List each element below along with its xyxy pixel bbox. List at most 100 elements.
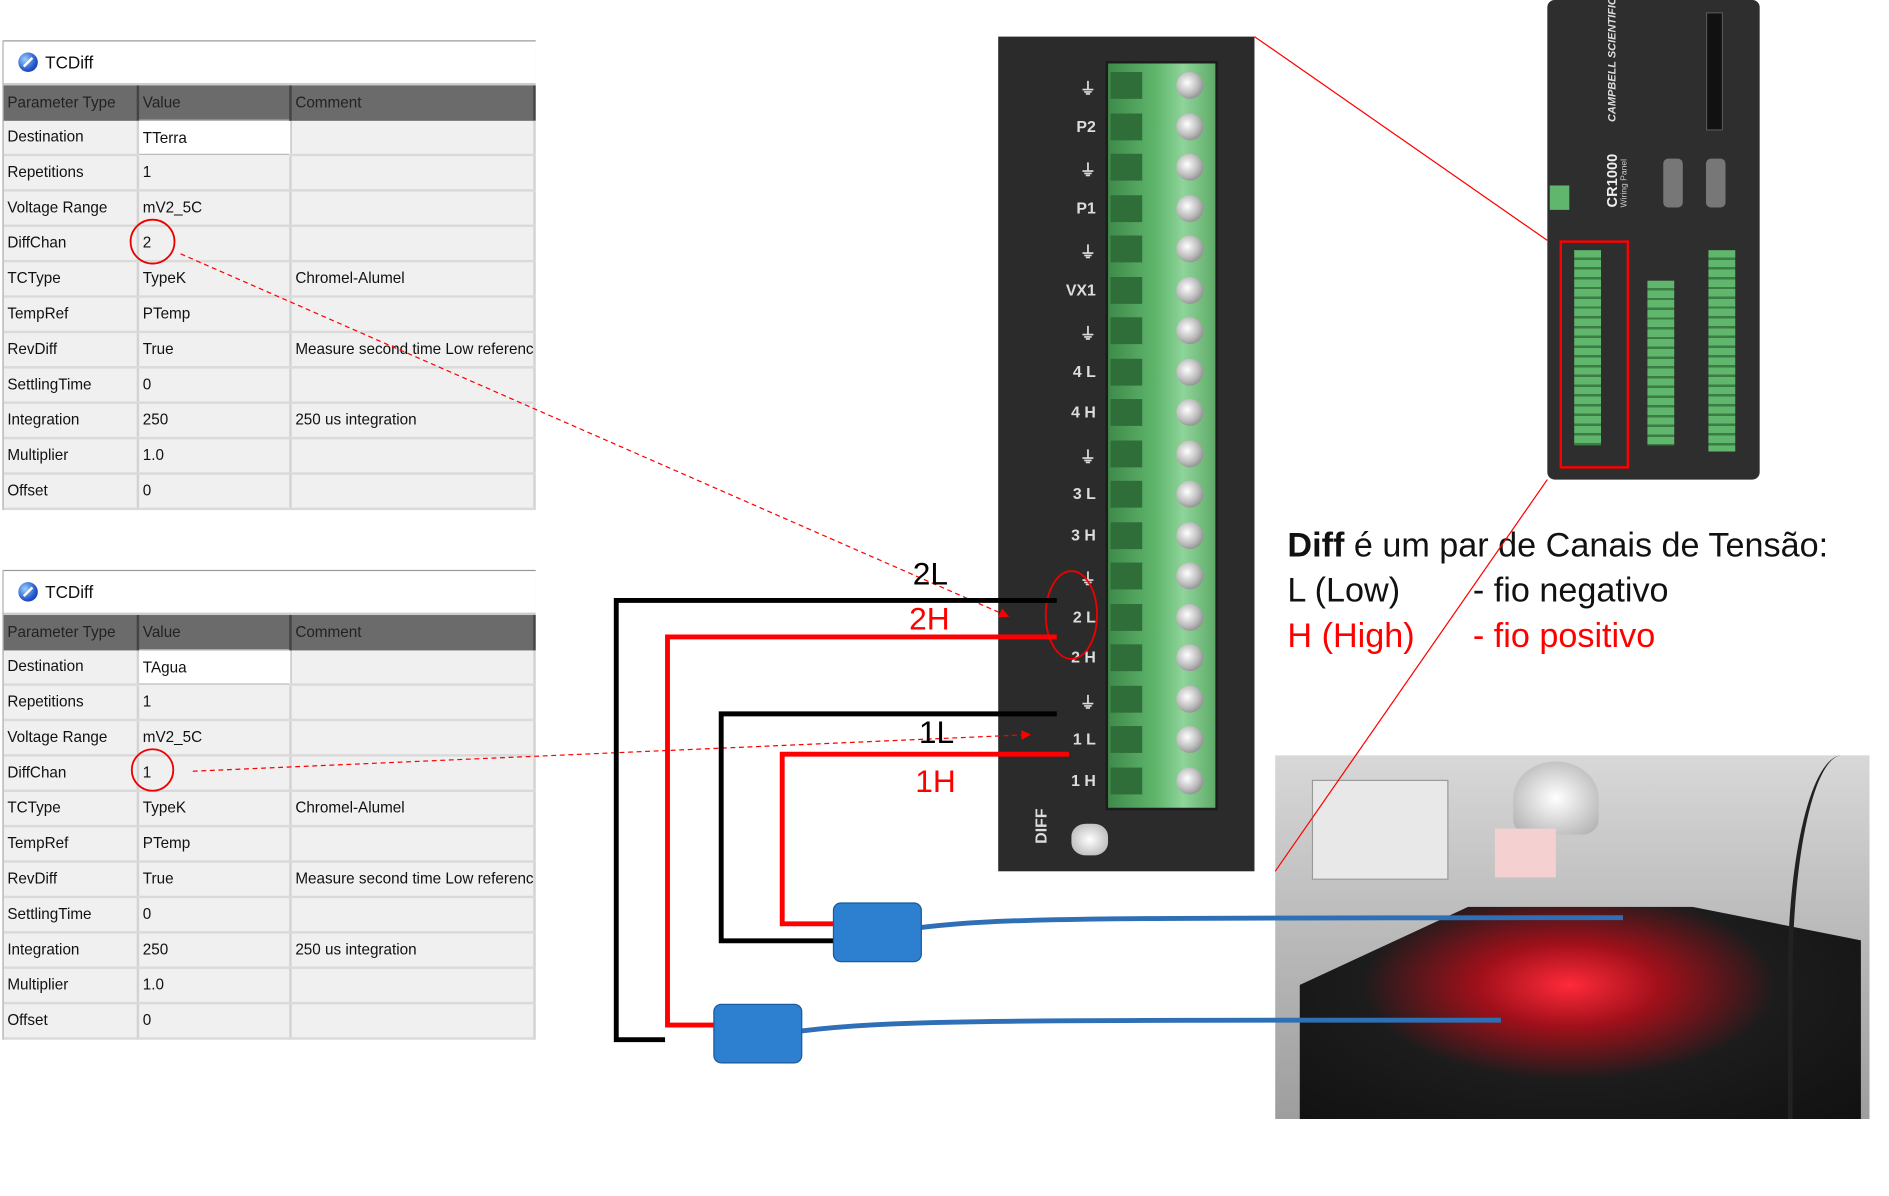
parameter-table: Parameter Type Value Comment Destination… [3, 615, 536, 1040]
terminal-screw [1176, 726, 1204, 753]
param-value[interactable]: 0 [137, 472, 292, 510]
param-name: Integration [3, 931, 140, 969]
zoom-line-top [1254, 36, 1548, 241]
terminal-label: ⏚ [1079, 324, 1096, 343]
thermocouple-cable-1 [921, 915, 1623, 930]
terminal-label: P1 [1076, 198, 1096, 217]
param-value[interactable]: 1.0 [137, 437, 292, 475]
param-value[interactable]: 0 [137, 896, 292, 933]
terminal-screw [1176, 480, 1204, 508]
experiment-photo [1275, 755, 1870, 1120]
label-1h: 1H [915, 762, 956, 800]
terminal-label: 2 L [1072, 607, 1096, 626]
terminal-screw [1176, 766, 1204, 794]
param-comment: 250 us integration [290, 931, 536, 969]
param-name: TempRef [3, 825, 140, 863]
param-name: SettlingTime [3, 366, 140, 404]
diff-description: Diff é um par de Canais de Tensão: L (Lo… [1287, 522, 1828, 657]
param-value[interactable]: True [137, 860, 292, 898]
equipment [1311, 779, 1449, 880]
param-value[interactable]: TypeK [137, 790, 292, 827]
param-name: Multiplier [3, 437, 140, 475]
terminal-screw [1176, 276, 1204, 304]
param-value[interactable]: 1 [137, 683, 292, 721]
terminal-label: 3 L [1072, 484, 1096, 503]
param-comment [290, 683, 536, 721]
header-comment: Comment [290, 85, 536, 121]
label-2l: 2L [912, 555, 949, 592]
terminal-label: ⏚ [1079, 692, 1096, 711]
param-comment: Chromel-Alumel [290, 260, 536, 298]
param-name: Offset [3, 472, 140, 510]
thermocouple-cable-2 [799, 1017, 1501, 1034]
param-comment [290, 366, 536, 404]
param-value[interactable]: TypeK [137, 260, 292, 298]
terminal-label: 1 H [1071, 770, 1096, 789]
terminal-screw [1176, 194, 1204, 222]
param-value[interactable]: 250 [137, 931, 292, 969]
wire-1l [718, 711, 1057, 944]
terminal-screw [1176, 685, 1204, 713]
param-value[interactable]: TTerra [137, 119, 292, 155]
param-value[interactable]: mV2_5C [137, 189, 292, 227]
param-value[interactable]: 0 [137, 366, 292, 404]
terminal-screw [1176, 439, 1204, 467]
highlight-box [1559, 240, 1630, 469]
param-comment [290, 825, 536, 863]
param-name: Integration [3, 402, 140, 439]
dashed-link-chan2 [180, 253, 1010, 618]
param-value[interactable]: 0 [137, 1002, 292, 1040]
param-comment [290, 154, 536, 191]
param-value[interactable]: 1 [137, 754, 292, 792]
param-comment: Measure second time Low reference [290, 331, 536, 368]
param-value[interactable]: TAgua [137, 649, 292, 685]
terminal-screw [1176, 71, 1204, 99]
terminal-slot [1110, 276, 1143, 304]
param-value[interactable]: True [137, 331, 292, 368]
param-value[interactable]: mV2_5C [137, 719, 292, 756]
zoom-line-bottom [1274, 479, 1548, 872]
label-1l: 1L [918, 713, 955, 751]
panel-title: TCDiff [45, 52, 94, 72]
terminal-slot [1110, 726, 1143, 753]
tcdiff-icon [18, 52, 38, 72]
tcdiff-panel-terra: TCDiff Parameter Type Value Comment Dest… [2, 40, 536, 510]
terminal-slot [1110, 766, 1143, 794]
terminal-slot [1110, 399, 1143, 426]
param-comment [290, 754, 536, 792]
terminal-slot [1110, 112, 1143, 140]
wire-2l [613, 597, 1057, 1043]
param-value[interactable]: 250 [137, 402, 292, 439]
highlight-terminal-2 [1044, 570, 1098, 660]
label-2h: 2H [909, 600, 950, 637]
param-value[interactable]: 1 [137, 154, 292, 191]
param-value[interactable]: PTemp [137, 295, 292, 333]
param-value[interactable]: 2 [137, 225, 292, 262]
param-value[interactable]: 1.0 [137, 967, 292, 1004]
terminal-label: ⏚ [1079, 161, 1096, 180]
param-value[interactable]: PTemp [137, 825, 292, 863]
param-name: Multiplier [3, 967, 140, 1004]
